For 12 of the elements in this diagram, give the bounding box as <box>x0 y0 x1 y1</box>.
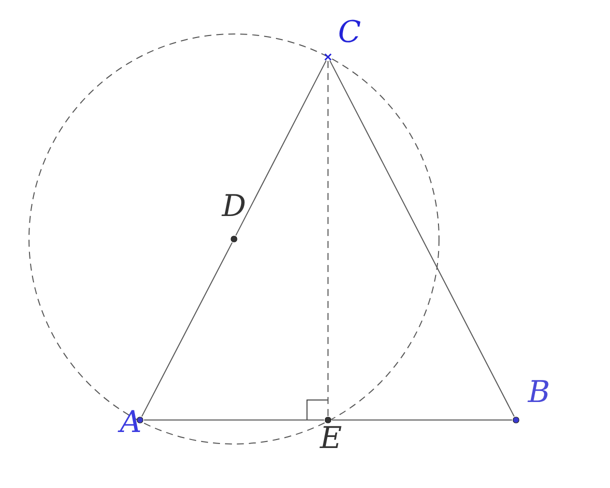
point-dot <box>324 416 332 424</box>
point-label: D <box>222 192 246 222</box>
point-dot <box>512 416 520 424</box>
point-label: C <box>338 18 361 48</box>
cross-mark <box>324 53 332 61</box>
line-segment <box>329 60 515 417</box>
point-label: B <box>528 378 550 408</box>
line-segment <box>141 242 233 417</box>
line-segment <box>235 60 327 236</box>
point-label: A <box>120 408 142 438</box>
point-label: E <box>320 424 342 454</box>
point-dot <box>230 235 238 243</box>
